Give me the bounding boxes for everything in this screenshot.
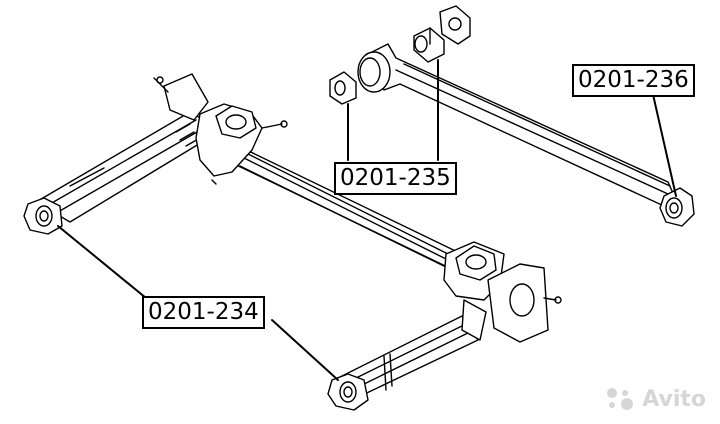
watermark-text: Avito (642, 386, 706, 412)
bushing-small (329, 71, 357, 105)
part-number-label-235: 0201-235 (334, 162, 457, 195)
part-number-label-236: 0201-236 (572, 64, 695, 97)
upper-control-arm (357, 43, 677, 207)
bushing-upper-outer (659, 187, 695, 227)
bushing-upper-inner (413, 27, 445, 63)
bushing-right-front (327, 373, 369, 411)
left-hub-assembly (153, 73, 288, 185)
bushing-left-front (23, 197, 63, 235)
right-hub-assembly (443, 241, 562, 343)
right-trailing-arm (337, 315, 479, 401)
washer (439, 5, 471, 45)
avito-logo-icon (607, 388, 634, 410)
avito-watermark: Avito (603, 386, 706, 412)
left-trailing-arm (35, 111, 223, 223)
part-number-label-234: 0201-234 (142, 296, 265, 329)
leader-lines (57, 59, 677, 381)
